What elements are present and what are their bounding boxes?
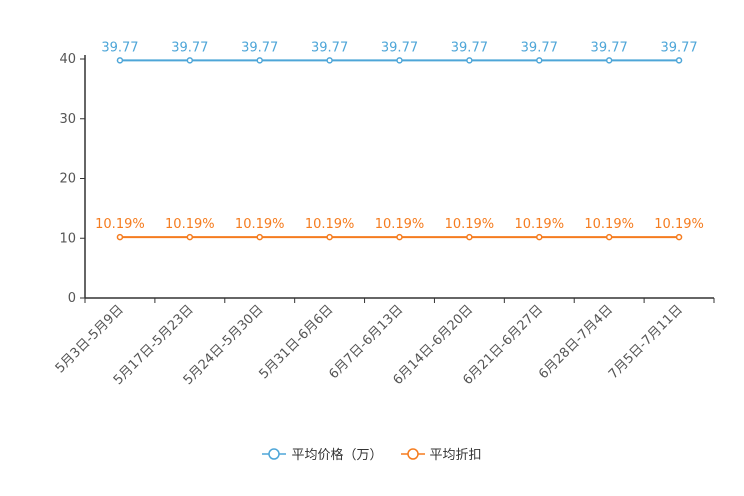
legend-line-circle-icon bbox=[262, 447, 287, 460]
data-point bbox=[116, 233, 124, 241]
data-point bbox=[466, 233, 473, 241]
data-point bbox=[326, 233, 333, 241]
data-label: 39.77 bbox=[311, 40, 348, 55]
data-point bbox=[326, 57, 333, 64]
data-label: 10.19% bbox=[375, 217, 425, 232]
data-label: 39.77 bbox=[171, 40, 208, 55]
legend-item-avg-discount[interactable]: 平均折扣 bbox=[400, 444, 482, 463]
data-label: 10.19% bbox=[95, 217, 145, 232]
data-point bbox=[536, 57, 543, 64]
data-point bbox=[116, 57, 124, 64]
data-label: 39.77 bbox=[451, 40, 488, 55]
legend-label-avg-discount: 平均折扣 bbox=[429, 448, 482, 463]
data-label: 10.19% bbox=[165, 217, 215, 232]
data-label: 39.77 bbox=[381, 40, 418, 55]
y-tick-label: 40 bbox=[59, 52, 76, 67]
data-point bbox=[536, 233, 543, 241]
data-point bbox=[256, 233, 263, 241]
data-point bbox=[396, 57, 403, 64]
data-point bbox=[466, 57, 473, 64]
data-label: 39.77 bbox=[521, 40, 558, 55]
data-point bbox=[256, 57, 263, 64]
data-label: 39.77 bbox=[591, 40, 628, 55]
legend-label-avg-price: 平均价格（万） bbox=[291, 448, 383, 463]
x-tick-label: 6月7日-6月13日 bbox=[326, 302, 406, 382]
data-point bbox=[675, 233, 683, 241]
data-point bbox=[605, 57, 613, 64]
data-point bbox=[675, 57, 683, 64]
data-label: 10.19% bbox=[305, 217, 355, 232]
legend-item-avg-price[interactable]: 平均价格（万） bbox=[262, 444, 383, 463]
data-label: 39.77 bbox=[660, 40, 697, 55]
data-label: 10.19% bbox=[514, 217, 564, 232]
x-tick-label: 7月5日-7月11日 bbox=[606, 302, 686, 382]
y-tick-label: 10 bbox=[59, 231, 76, 246]
data-label: 10.19% bbox=[654, 217, 704, 232]
data-point bbox=[605, 233, 613, 241]
data-label: 39.77 bbox=[241, 40, 278, 55]
x-tick-label: 6月28日-7月4日 bbox=[536, 302, 616, 382]
y-tick-label: 20 bbox=[59, 172, 76, 187]
data-label: 10.19% bbox=[445, 217, 495, 232]
x-tick-label: 5月31日-6月6日 bbox=[257, 302, 337, 382]
data-label: 39.77 bbox=[101, 40, 138, 55]
data-point bbox=[396, 233, 403, 241]
x-tick-label: 5月3日-5月9日 bbox=[53, 302, 127, 376]
legend-line-circle-icon bbox=[400, 447, 425, 460]
data-label: 10.19% bbox=[584, 217, 634, 232]
legend: 平均价格（万） 平均折扣 bbox=[0, 444, 744, 463]
data-point bbox=[186, 57, 194, 64]
y-tick-label: 0 bbox=[68, 291, 76, 306]
y-tick-label: 30 bbox=[59, 112, 76, 127]
data-point bbox=[186, 233, 194, 241]
data-label: 10.19% bbox=[235, 217, 285, 232]
